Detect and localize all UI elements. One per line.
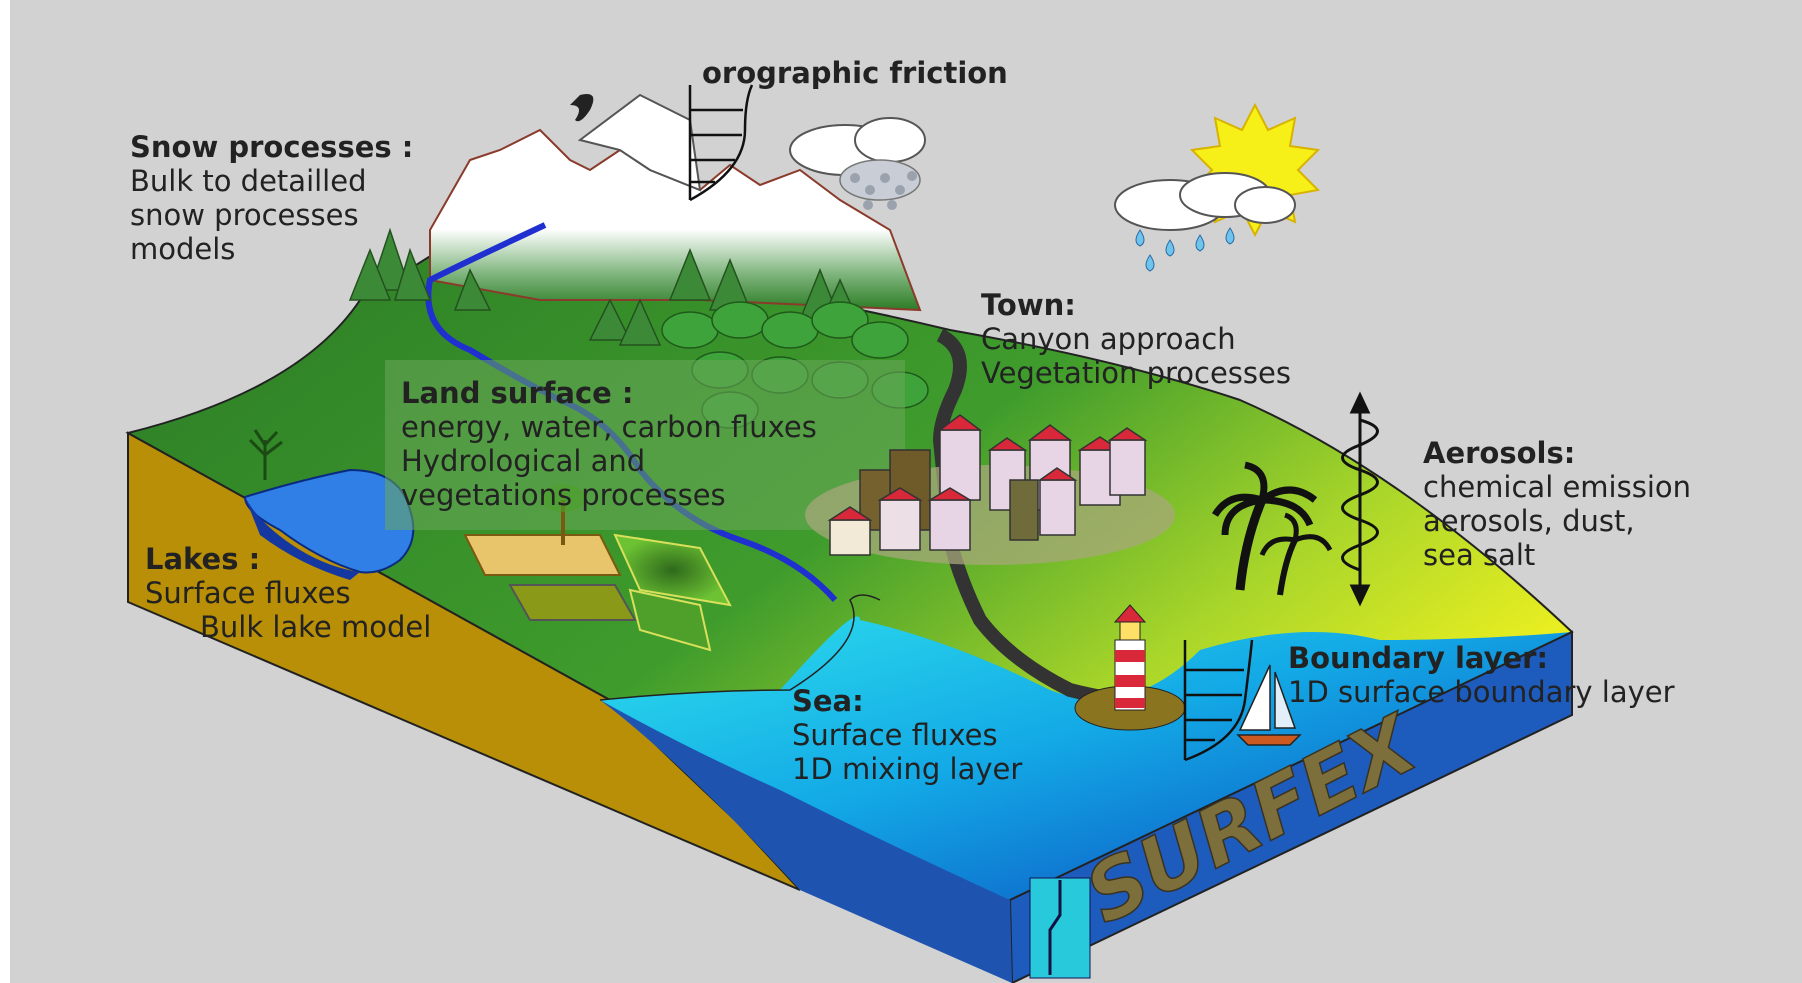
lakes-line: Bulk lake model <box>200 610 432 644</box>
land-line: vegetations processes <box>401 478 726 512</box>
orographic-profile <box>688 84 754 202</box>
town-heading: Town: <box>981 288 1076 322</box>
aerosols-label: Aerosols: chemical emission aerosols, du… <box>1423 436 1691 572</box>
aerosol-arrow <box>1341 391 1379 607</box>
sea-line: 1D mixing layer <box>792 752 1023 786</box>
lakes-heading: Lakes : <box>145 542 261 576</box>
lake-depth <box>245 497 360 580</box>
sea-shore <box>599 594 881 701</box>
lake <box>243 468 415 574</box>
field-tree <box>541 484 585 545</box>
boundary-heading: Boundary layer: <box>1288 641 1549 675</box>
sea-heading: Sea: <box>792 684 864 718</box>
bird-icon <box>570 94 594 122</box>
snow-line: models <box>130 232 236 266</box>
road <box>932 328 1131 707</box>
boundary-profile <box>1183 639 1254 762</box>
boundary-line: 1D surface boundary layer <box>1288 675 1675 709</box>
aerosols-line: aerosols, dust, <box>1423 504 1635 538</box>
land-line: Hydrological and <box>401 444 646 478</box>
land-line: energy, water, carbon fluxes <box>401 410 817 444</box>
diagram-title: orographic friction <box>702 56 1008 90</box>
shrub-icon <box>248 429 283 480</box>
mountain-peak-back <box>577 93 702 192</box>
snow-line: Bulk to detailled <box>130 164 367 198</box>
sea-label: Sea: Surface fluxes 1D mixing layer <box>792 684 1022 786</box>
sailboat <box>1236 664 1302 746</box>
snow-heading: Snow processes : <box>130 130 414 164</box>
town-line: Vegetation processes <box>981 356 1291 390</box>
town-label: Town: Canyon approach Vegetation process… <box>981 288 1291 390</box>
land-heading: Land surface : <box>401 376 634 410</box>
water-column-line <box>1048 880 1062 975</box>
lighthouse <box>1074 604 1186 731</box>
lakes-label: Lakes : Surface fluxes Bulk lake model <box>145 542 431 644</box>
aerosols-line: sea salt <box>1423 538 1536 572</box>
snow-label: Snow processes : Bulk to detailled snow … <box>130 130 413 266</box>
rain-cloud-icon <box>1114 172 1296 272</box>
lakes-line: Surface fluxes <box>145 576 351 610</box>
land-label: Land surface : energy, water, carbon flu… <box>401 376 817 512</box>
soil-front-lower <box>600 700 1012 983</box>
sea-line: Surface fluxes <box>792 718 998 752</box>
fields <box>463 533 732 652</box>
town-buildings <box>827 414 1148 556</box>
left-margin <box>0 0 10 983</box>
palm-trees <box>1211 461 1333 596</box>
town-line: Canyon approach <box>981 322 1236 356</box>
snow-line: snow processes <box>130 198 359 232</box>
boundary-label: Boundary layer: 1D surface boundary laye… <box>1288 641 1675 709</box>
snow-cloud-icon <box>789 117 926 210</box>
aerosols-heading: Aerosols: <box>1423 436 1576 470</box>
aerosols-line: chemical emission <box>1423 470 1692 504</box>
